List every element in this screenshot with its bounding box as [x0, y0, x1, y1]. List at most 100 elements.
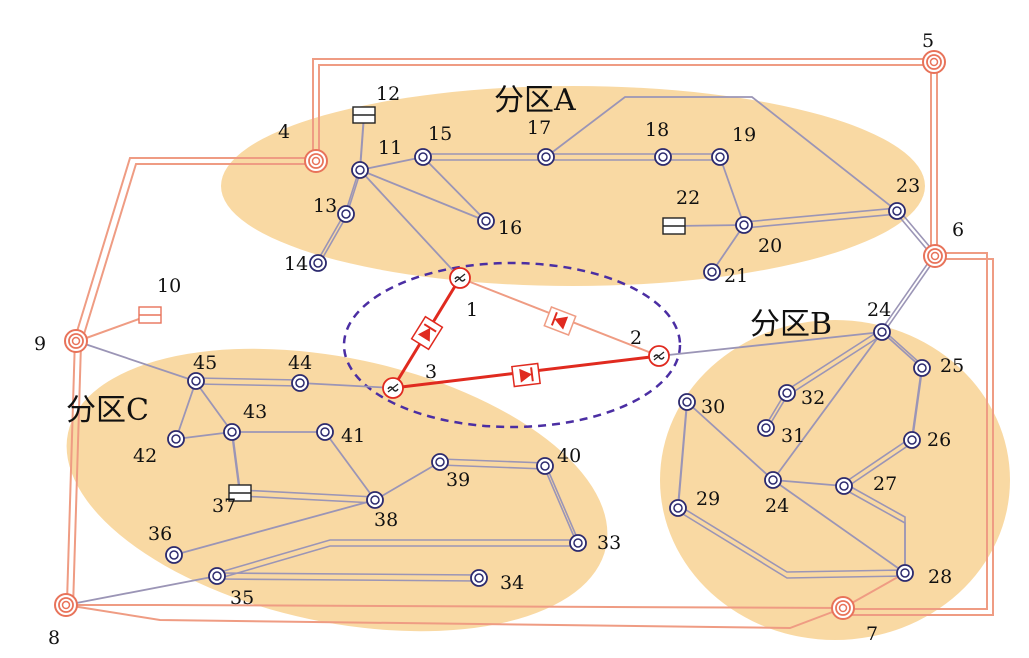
- node-41: [316, 423, 334, 441]
- node-23: [888, 202, 906, 220]
- node-label-1: 1: [466, 299, 478, 321]
- node-39: [431, 453, 449, 471]
- node-32: [778, 384, 796, 402]
- zone-c-label: 分区C: [66, 393, 149, 428]
- node-13: [337, 205, 355, 223]
- node-label-10: 10: [157, 275, 181, 297]
- node-40: [536, 457, 554, 475]
- node-label-5: 5: [922, 30, 934, 52]
- node-17: [537, 148, 555, 166]
- node-29: [669, 499, 687, 517]
- node-label-38: 38: [374, 509, 398, 531]
- node-label-20: 20: [758, 235, 782, 257]
- node-label-37: 37: [212, 495, 236, 517]
- node-label-15: 15: [428, 123, 452, 145]
- zone-labels: 分区A 分区B 分区C: [66, 83, 832, 428]
- node-6: [923, 244, 947, 268]
- node-2: [648, 345, 670, 367]
- node-label-31: 31: [781, 425, 805, 447]
- node-label-42: 42: [133, 445, 157, 467]
- node-44: [291, 374, 309, 392]
- node-36: [165, 546, 183, 564]
- node-label-32: 32: [801, 387, 825, 409]
- node-label-13: 13: [313, 195, 337, 217]
- zone-c-area: [66, 348, 608, 632]
- node-15: [414, 148, 432, 166]
- node-27: [835, 477, 853, 495]
- flexible-interconnection-boundary: [342, 261, 682, 429]
- node-12: [352, 106, 376, 124]
- node-label-40: 40: [557, 445, 581, 467]
- node-22: [662, 217, 686, 235]
- node-14: [309, 254, 327, 272]
- node-1: [449, 267, 471, 289]
- node-label-45: 45: [193, 352, 217, 374]
- zone-a-area: [221, 86, 925, 286]
- node-label-12: 12: [376, 83, 400, 105]
- node-label-9: 9: [34, 333, 46, 355]
- node-label-8: 8: [48, 627, 60, 649]
- node-label-30: 30: [701, 396, 725, 418]
- node-label-34: 34: [500, 572, 524, 594]
- node-label-44: 44: [288, 352, 312, 374]
- node-label-4: 4: [278, 121, 290, 143]
- node-7: [831, 596, 855, 620]
- node-label-25: 25: [940, 355, 964, 377]
- node-label-35: 35: [230, 587, 254, 609]
- double-lines: [195, 111, 936, 582]
- node-5: [922, 50, 946, 74]
- node-10: [138, 306, 162, 324]
- converter-1-2: [543, 306, 577, 336]
- node-label-21: 21: [724, 265, 748, 287]
- single-lines: [65, 96, 923, 606]
- node-38: [366, 491, 384, 509]
- node-25: [913, 359, 931, 377]
- node-label-6: 6: [952, 219, 964, 241]
- node-4: [304, 149, 328, 173]
- node-labels: 1 2 3 4 5 6 7 8 9 10 11 12 13 14 15 16 1…: [34, 30, 964, 649]
- node-3: [382, 377, 404, 399]
- node-label-27: 27: [873, 473, 897, 495]
- node-20: [735, 216, 753, 234]
- node-label-18: 18: [645, 119, 669, 141]
- node-21: [703, 263, 721, 281]
- node-label-33: 33: [597, 532, 621, 554]
- tie-lines: [65, 58, 994, 630]
- node-35: [208, 567, 226, 585]
- node-label-26: 26: [927, 429, 951, 451]
- node-label-43: 43: [243, 401, 267, 423]
- node-symbols: [54, 50, 947, 620]
- node-label-19: 19: [732, 124, 756, 146]
- node-label-11: 11: [378, 137, 402, 159]
- node-8: [54, 593, 78, 617]
- node-30: [678, 393, 696, 411]
- node-43: [223, 423, 241, 441]
- converter-3-2: [511, 362, 541, 388]
- node-31: [757, 419, 775, 437]
- zone-b-label: 分区B: [750, 307, 832, 342]
- zone-b-area: [660, 320, 1010, 640]
- node-34: [470, 569, 488, 587]
- node-24-center: [764, 471, 782, 489]
- node-label-3: 3: [425, 361, 437, 383]
- node-label-36: 36: [148, 523, 172, 545]
- node-label-16: 16: [498, 217, 522, 239]
- node-label-14: 14: [284, 253, 308, 275]
- node-label-41: 41: [341, 425, 365, 447]
- node-18: [654, 148, 672, 166]
- node-26: [903, 431, 921, 449]
- node-label-7: 7: [866, 623, 878, 645]
- node-label-28: 28: [928, 566, 952, 588]
- zone-a-label: 分区A: [494, 83, 576, 118]
- node-19: [711, 148, 729, 166]
- node-label-2: 2: [630, 327, 642, 349]
- zone-areas: [66, 86, 1010, 640]
- node-42: [167, 430, 185, 448]
- node-11: [351, 161, 369, 179]
- node-label-22: 22: [676, 187, 700, 209]
- node-28: [896, 564, 914, 582]
- node-label-24-center: 24: [765, 495, 789, 517]
- node-45: [187, 372, 205, 390]
- node-label-17: 17: [527, 117, 551, 139]
